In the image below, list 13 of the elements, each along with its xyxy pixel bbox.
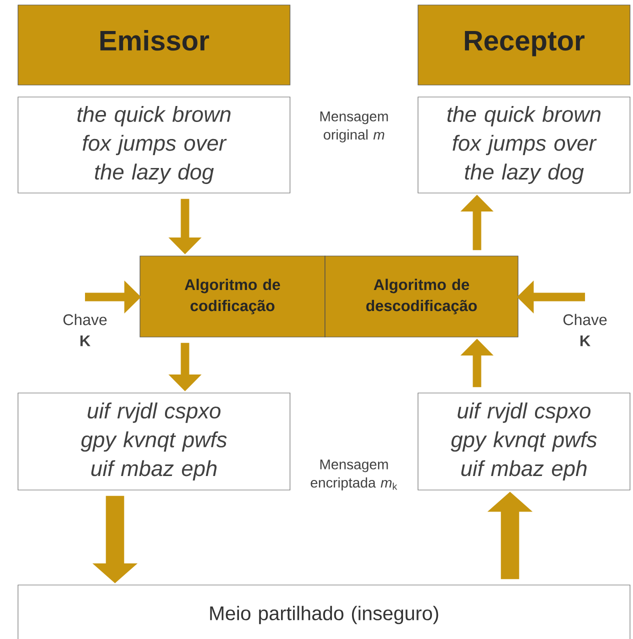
algorithm-box: Algoritmo de descodificação <box>324 256 518 338</box>
message-box: the quick brown fox jumps over the lazy dog <box>18 96 290 194</box>
key-label: Chave K <box>563 314 607 346</box>
title-box: Receptor <box>418 4 630 86</box>
message-box: the quick brown fox jumps over the lazy dog <box>418 96 630 194</box>
algorithm-box: Algoritmo de codificação <box>140 256 326 338</box>
message-label: Mensagem original m <box>320 112 388 142</box>
message-box: uif rvjdl cspxo gpy kvnqt pwfs uif mbaz eph <box>18 392 290 490</box>
channel-box: Meio partilhado (inseguro) <box>18 584 630 639</box>
message-box: uif rvjdl cspxo gpy kvnqt pwfs uif mbaz eph <box>418 392 630 490</box>
key-label: Chave K <box>63 314 107 346</box>
message-label: Mensagem encriptada m$_{k}$ <box>310 460 398 490</box>
title-box: Emissor <box>18 4 290 86</box>
